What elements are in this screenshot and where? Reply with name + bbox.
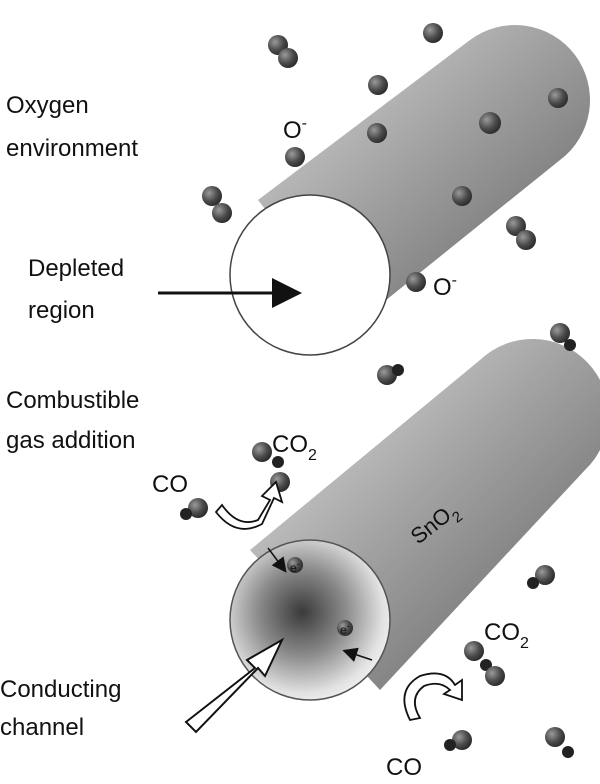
molecule <box>406 272 426 292</box>
molecule <box>527 577 539 589</box>
bottom-cylinder <box>229 338 600 701</box>
molecule <box>479 112 501 134</box>
molecule <box>272 456 284 468</box>
molecules <box>180 23 576 758</box>
molecule <box>278 48 298 68</box>
electron <box>287 557 303 573</box>
conducting-channel-label: Conducting <box>0 676 121 703</box>
molecule <box>545 727 565 747</box>
molecule <box>367 123 387 143</box>
labels: Oxygen environment O- O- Depleted region… <box>0 92 529 781</box>
combustible-gas-label: Combustible <box>6 387 139 414</box>
molecule <box>516 230 536 250</box>
molecule <box>423 23 443 43</box>
combustible-gas-label: gas addition <box>6 427 135 454</box>
molecule <box>368 75 388 95</box>
conducting-channel-face <box>229 539 391 701</box>
co-label-right: CO <box>386 754 422 781</box>
molecule <box>548 88 568 108</box>
co-label-left: CO <box>152 471 188 498</box>
molecule <box>452 730 472 750</box>
electron-arrow <box>342 647 373 662</box>
electron-label: e- <box>340 621 350 637</box>
molecule <box>212 203 232 223</box>
molecule <box>506 216 526 236</box>
conducting-channel-label: channel <box>0 714 84 741</box>
electron <box>337 620 353 636</box>
molecule <box>202 186 222 206</box>
depleted-region-face <box>229 194 391 356</box>
oxygen-environment-label: Oxygen <box>6 92 89 119</box>
oxygen-environment-label: environment <box>6 135 138 162</box>
depleted-region-label: Depleted <box>28 255 124 282</box>
molecule <box>564 339 576 351</box>
molecule <box>535 565 555 585</box>
electron-arrow <box>267 547 287 573</box>
top-cylinder <box>229 25 590 356</box>
reaction-arrow-left <box>214 480 284 530</box>
molecule <box>452 186 472 206</box>
co2-label-right: CO2 <box>484 619 529 652</box>
molecule <box>562 746 574 758</box>
molecule <box>485 666 505 686</box>
electron-label: e- <box>290 559 300 575</box>
molecule <box>188 498 208 518</box>
reaction-arrow-right <box>403 672 463 722</box>
depleted-region-label: region <box>28 297 95 324</box>
arrows <box>158 278 463 734</box>
o-minus-label-top: O- <box>283 115 307 144</box>
co2-label-left: CO2 <box>272 431 317 464</box>
molecule <box>464 641 484 661</box>
molecule <box>252 442 272 462</box>
molecule <box>444 739 456 751</box>
molecule <box>180 508 192 520</box>
conducting-channel-arrow <box>184 637 285 734</box>
o-minus-label-side: O- <box>433 272 457 301</box>
molecule <box>550 323 570 343</box>
molecule <box>285 147 305 167</box>
molecule <box>392 364 404 376</box>
